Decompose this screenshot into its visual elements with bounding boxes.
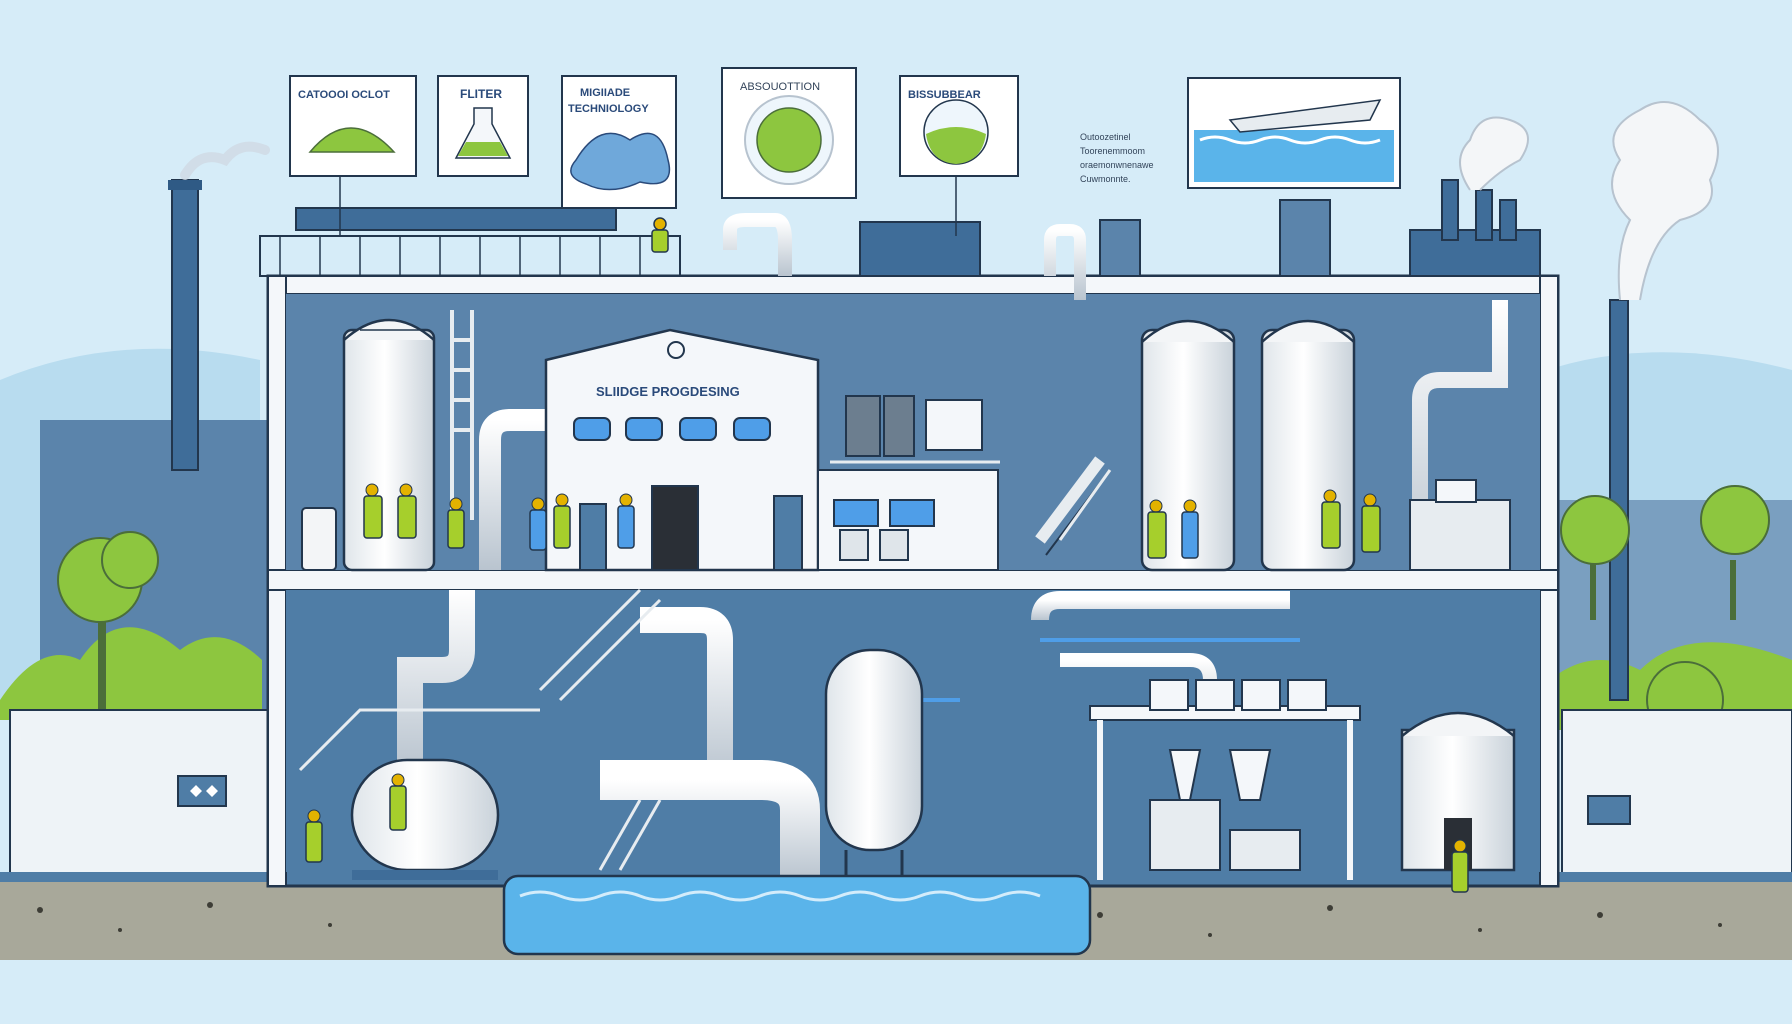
tree-icon [1700, 485, 1770, 620]
factory-chimney-icon [168, 141, 270, 471]
callout-filter: FLITER [437, 75, 529, 177]
building-sign: SLIIDGE PROGDESING [596, 384, 740, 399]
side-note-line4: Cuwmonnte. [1080, 174, 1131, 184]
annex-building [817, 469, 999, 571]
callout-absorption-label: ABSOUOTTION [740, 81, 820, 93]
roof-equipment [259, 116, 1541, 300]
ladder [450, 310, 474, 520]
staircase [298, 469, 1112, 871]
pipe-icon [397, 590, 1468, 880]
callout-filter-label: FLITER [460, 87, 502, 101]
right-wall-window [1587, 795, 1631, 825]
tree-icon [1560, 495, 1630, 620]
water-pool-icon [502, 874, 1092, 956]
callout-membrane: MIGIIADE TECHNIOLOGY [561, 75, 677, 209]
tree-icon [57, 531, 159, 730]
tank-icon [350, 758, 500, 880]
callout-catalyst-label: CATOOOI OCLOT [298, 89, 390, 101]
callout-absorption: ABSOUOTTION [721, 67, 857, 199]
upper-floor-slab [267, 569, 1559, 591]
tank-icon [1140, 319, 1236, 572]
ship-icon [1187, 77, 1401, 189]
tank-icon [342, 318, 436, 572]
cloud-icon [1611, 101, 1719, 301]
pipe-icon [479, 409, 560, 570]
building-door [651, 485, 699, 571]
left-wall [9, 709, 273, 881]
side-note-line2: Toorenemmoom [1080, 146, 1145, 156]
callout-bioscrubber-label: BISSUBBEAR [908, 89, 981, 101]
control-unit [1409, 479, 1511, 571]
sludge-processing-building: SLIIDGE PROGDESING [544, 328, 820, 572]
callout-membrane-line2: TECHNIOLOGY [568, 103, 649, 115]
worker-icon [363, 483, 1381, 559]
storage-drum [301, 507, 337, 571]
side-note: Outoozetinel Toorenemmoom oraemonwnenawe… [1080, 132, 1154, 184]
worker-icon [305, 773, 1469, 893]
tank-icon [824, 648, 924, 880]
pipe-icon [1412, 300, 1508, 570]
side-note-line1: Outoozetinel [1080, 132, 1131, 142]
machinery [830, 395, 1111, 556]
filter-station [1089, 679, 1361, 880]
callout-membrane-line1: MIGIIADE [580, 87, 630, 99]
callout-catalyst: CATOOOI OCLOT [289, 75, 417, 236]
side-note-line3: oraemonwnenawe [1080, 160, 1154, 170]
callout-bioscrubber: BISSUBBEAR [899, 75, 1019, 236]
worker-icon [651, 217, 669, 253]
